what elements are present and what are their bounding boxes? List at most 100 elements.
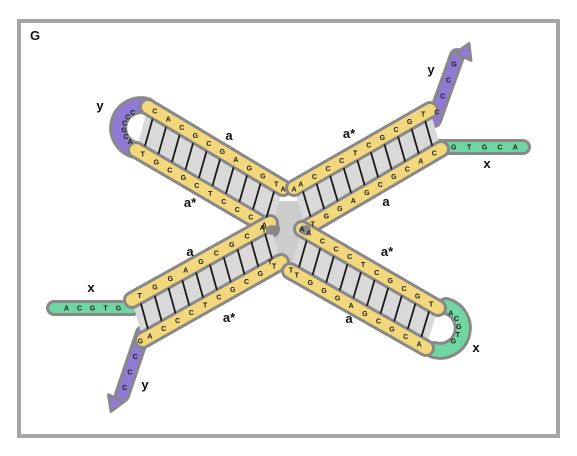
arm-bottom-right-outer-base: C	[347, 254, 352, 261]
center-base: T	[289, 268, 294, 275]
arm-top-left-outer-base: A	[166, 117, 171, 124]
arm-top-right-outer-base: C	[366, 143, 371, 150]
loop-y-base: G	[121, 127, 127, 134]
arrowhead-y-top-right	[453, 42, 473, 62]
arm-bottom-right-rung	[325, 256, 335, 283]
center-base: A	[299, 227, 304, 234]
arm-top-left-rung	[198, 150, 208, 179]
arm-top-left-inner-strand	[130, 144, 277, 235]
label-tail-y-bottom-left: y	[141, 377, 149, 392]
arm-top-left-outer-base: G	[260, 173, 266, 180]
label-top-left-outer: a	[225, 128, 233, 143]
arm-bottom-right-outer-base: G	[415, 294, 421, 301]
center-base: A	[280, 187, 285, 194]
arm-bottom-right-inner-base: C	[376, 319, 381, 326]
arm-bottom-left-inner-base: C	[161, 326, 166, 333]
arm-top-right-outer-base: T	[353, 150, 358, 157]
center-base: T	[262, 228, 267, 235]
arm-bottom-left-outer-base: G	[198, 259, 204, 266]
arm-bottom-left-inner-base: G	[230, 287, 236, 294]
arm-top-left-inner-base: C	[167, 167, 172, 174]
panel-label: G	[30, 28, 40, 43]
arm-top-right-inner-base: A	[418, 158, 423, 165]
loop-y-base: A	[128, 139, 133, 146]
loop-x-base: G	[456, 324, 462, 331]
arm-top-right-outer-base: C	[339, 158, 344, 165]
arm-top-left-inner-base: C	[235, 207, 240, 214]
arm-top-left-outer-strand	[142, 101, 289, 194]
arm-bottom-left-outer-strand	[126, 217, 276, 306]
arm-top-right-outer-base: C	[393, 127, 398, 134]
arm-bottom-left-rung	[250, 241, 260, 267]
tail-x-bottom-left-base: C	[77, 306, 82, 313]
arm-bottom-left-inner-base: A	[147, 334, 152, 341]
arm-bottom-right-outer-strand	[296, 223, 444, 314]
arm-bottom-right-outer-base: G	[388, 278, 394, 285]
center-base: A	[291, 187, 296, 194]
arm-bottom-left-rung	[236, 249, 246, 275]
arm-bottom-left-rung	[153, 295, 163, 322]
arm-top-right-rung	[343, 167, 352, 194]
arm-top-left-outer-base: C	[179, 125, 184, 132]
arm-bottom-right-rung	[407, 303, 417, 330]
arm-bottom-left-outer-base: A	[260, 225, 265, 232]
arm-bottom-left-outer-base: G	[229, 242, 235, 249]
label-loop-x: x	[472, 340, 480, 355]
label-top-right-outer: a*	[343, 126, 356, 141]
arm-top-right-rung	[424, 120, 433, 147]
label-loop-y: y	[96, 98, 104, 113]
arm-bottom-right-outer-base: C	[401, 286, 406, 293]
arm-bottom-right-rung	[298, 240, 308, 268]
arm-bottom-left-inner-base: T	[203, 302, 208, 309]
tail-y-bottom-left-base: C	[133, 354, 138, 361]
arm-top-left-outer-base: T	[274, 181, 279, 188]
arm-bottom-left-inner-base: C	[216, 295, 221, 302]
arm-bottom-right-rung	[339, 264, 349, 291]
arm-top-right-rung	[356, 159, 366, 186]
arm-bottom-left-rung	[140, 303, 149, 330]
loop-x	[428, 300, 469, 357]
arm-bottom-left-paired-region	[132, 223, 281, 340]
base-letters: CACGCGAGGTTGCGCTCCCAACCCTCGCGTTGGAGCGCAC…	[64, 62, 518, 392]
arm-bottom-left-inner-base: T	[272, 263, 277, 270]
arm-bottom-right-outer-base: C	[320, 238, 325, 245]
arm-bottom-left-outer-base: G	[152, 285, 158, 292]
arm-top-right-inner-base: A	[351, 198, 356, 205]
arm-bottom-left-inner-base: G	[258, 271, 264, 278]
arm-bottom-right-inner-base: G	[389, 326, 395, 333]
nick-right	[299, 225, 311, 235]
arm-bottom-left-rung	[209, 264, 218, 291]
loop-x-base: C	[454, 316, 459, 323]
arm-top-left-outer-base: G	[247, 165, 253, 172]
arm-bottom-left-outer-base: A	[183, 268, 188, 275]
arm-bottom-right-outer-base: C	[374, 270, 379, 277]
arm-bottom-right-paired-region	[290, 229, 438, 348]
arm-bottom-right-rung	[393, 295, 403, 322]
arm-bottom-left-outer-base: T	[138, 293, 143, 300]
arm-top-left-inner-base: G	[181, 175, 187, 182]
label-tail-y-top-right: y	[427, 62, 435, 77]
tail-x-bottom-left-base: A	[64, 306, 69, 313]
arm-bottom-right-inner-base: A	[349, 303, 354, 310]
tail-y-bottom-left-base: C	[127, 369, 132, 376]
tail-x-top-right-base: T	[467, 145, 472, 152]
arm-top-right-outer-base: G	[380, 135, 386, 142]
arm-top-left-inner-base: G	[154, 159, 160, 166]
tail-y-top-right-base: C	[446, 78, 451, 85]
arm-top-right-rung	[302, 191, 312, 217]
arm-top-left-inner-base: C	[221, 199, 226, 206]
loop-x-base: A	[448, 310, 453, 317]
arm-top-right-inner-base: G	[391, 174, 397, 181]
arm-bottom-left-outer-base: C	[244, 233, 249, 240]
arm-top-left-outer-base: G	[193, 133, 199, 140]
tail-x-top-right-base: A	[513, 145, 518, 152]
arm-top-right-rung	[329, 175, 339, 202]
arm-top-right-inner-base: G	[324, 214, 330, 221]
arm-bottom-right-inner-base: C	[403, 334, 408, 341]
tail-x-top-right-base: C	[497, 145, 502, 152]
arm-top-left-rung	[252, 183, 262, 210]
arm-top-left-outer-base: C	[206, 141, 211, 148]
label-bottom-right-inner: a	[345, 311, 353, 326]
